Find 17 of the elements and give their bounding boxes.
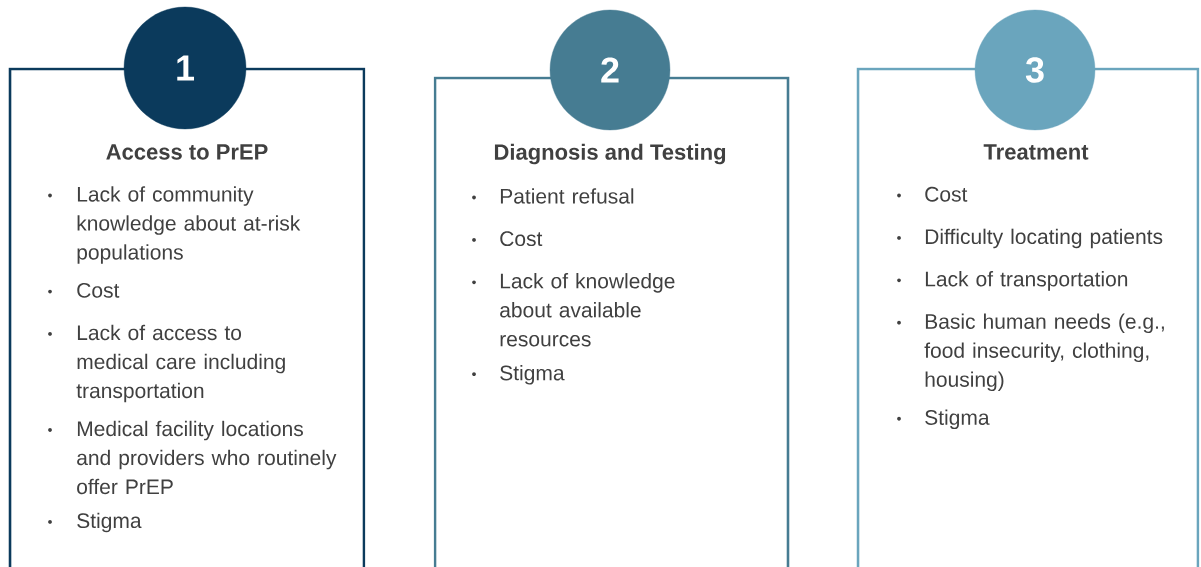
bullet-item: Cost [897, 186, 968, 202]
bullet-item: Cost [48, 282, 120, 298]
bullet-item: Patient refusal [472, 188, 634, 204]
bullet-item: Stigma [472, 365, 565, 385]
bullet-item: Lack of transportation [897, 271, 1128, 291]
bullet-item: Medical facility locations and providers who routinely offer PrEP [48, 420, 337, 495]
bullet-item: Stigma [897, 409, 990, 430]
bullet-item: Lack of access to medical care including transportation [48, 324, 285, 403]
bullet-item: Basic human needs (e.g., food insecurity, clothing, housing) [897, 313, 1164, 392]
bullet-item: Stigma [48, 512, 142, 533]
card-heading: Diagnosis and Testing [494, 143, 726, 165]
bullet-item: Lack of community knowledge about at-risk populations [48, 186, 301, 264]
bullet-item: Cost [472, 231, 543, 247]
card-heading: Access to PrEP [106, 144, 268, 160]
bullet-item: Lack of knowledge about available resources [472, 273, 675, 347]
bullet-item: Difficulty locating patients [897, 228, 1163, 249]
card-heading: Treatment [983, 144, 1089, 160]
